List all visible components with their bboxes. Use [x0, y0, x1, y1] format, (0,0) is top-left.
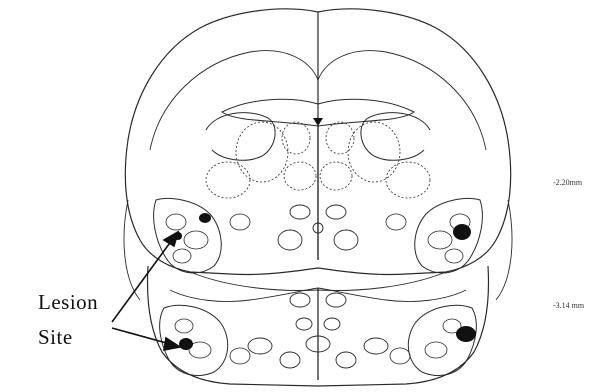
lesion-right-bottom [456, 326, 476, 342]
hippocampus-right-top [361, 113, 430, 161]
lesion-marks-bottom [179, 326, 476, 350]
lesion-right-top [453, 224, 471, 240]
arrow-to-bottom-lesion [112, 328, 170, 344]
midline-marker-top [313, 118, 323, 126]
lesion-left-bottom [179, 338, 193, 350]
section-level-bottom: -3.14 mm [553, 301, 584, 310]
lesion-marks-top [174, 118, 471, 240]
lesion-label-line1: Lesion [38, 290, 98, 315]
section-level-top: -2.20mm [553, 178, 582, 187]
lateral-contour-left [124, 200, 140, 300]
lesion-label-line2: Site [38, 325, 73, 350]
lesion-arrows [112, 232, 180, 350]
lesion-left-top [199, 213, 211, 223]
hippocampus-left-top [206, 113, 275, 161]
lateral-contour-right [496, 200, 512, 300]
coronal-section-top [125, 9, 510, 291]
arrowhead-bottom [164, 338, 180, 350]
arrowhead-top [164, 232, 178, 246]
